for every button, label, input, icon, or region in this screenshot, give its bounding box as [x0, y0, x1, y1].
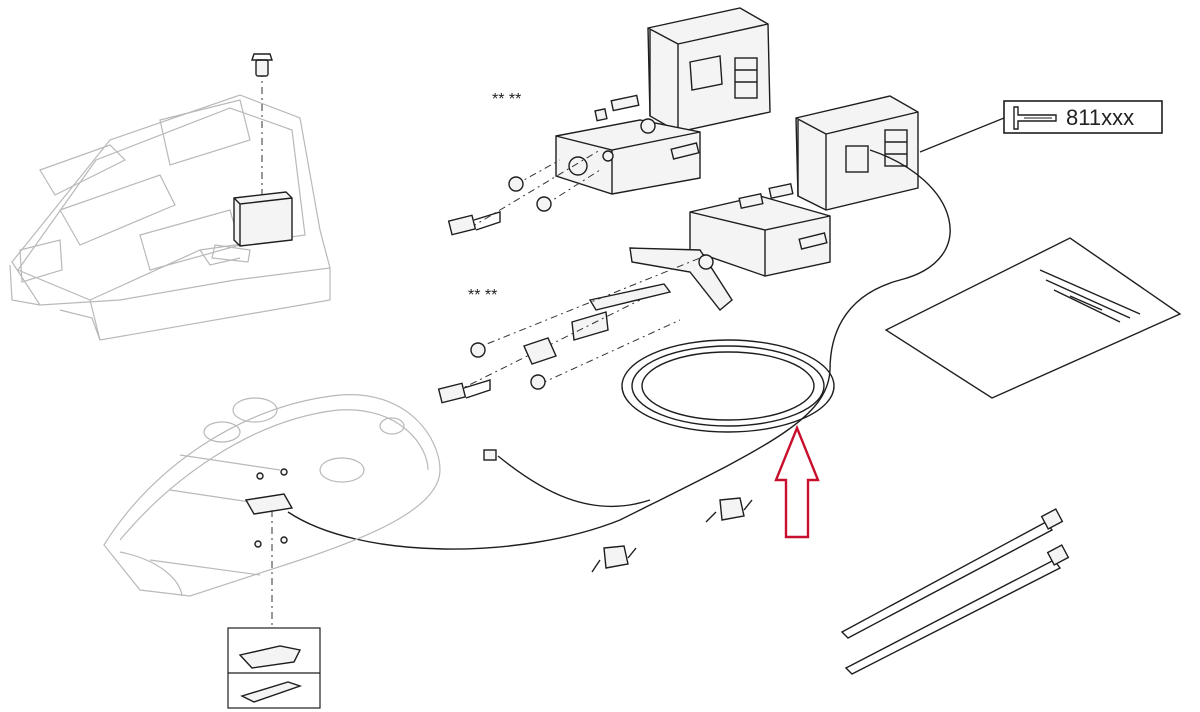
upper-sensor-module	[447, 7, 771, 236]
key-tool-icon	[1013, 106, 1057, 130]
cable-tie-2	[844, 544, 1070, 675]
asterisk-mark-upper: ** **	[492, 91, 521, 108]
asterisk-mark-lower: ** **	[468, 287, 497, 304]
sensor-cable	[287, 149, 951, 573]
coupling-housing-assembly	[9, 53, 331, 341]
instruction-sheet	[884, 237, 1182, 399]
cable-tie-1	[840, 508, 1064, 639]
label-inset	[227, 627, 321, 709]
base-plate-assembly	[103, 394, 441, 625]
callout-arrow-icon	[774, 424, 820, 539]
part-label-callout: 811xxx	[919, 100, 1163, 153]
lower-sensor-module	[437, 95, 919, 404]
part-label-text: 811xxx	[1066, 105, 1134, 130]
